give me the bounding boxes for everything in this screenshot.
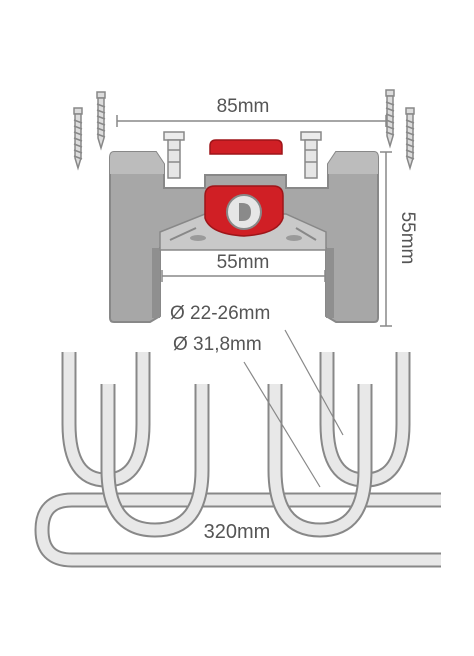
post-left	[163, 131, 185, 179]
inner-width-dimension-label: 55mm	[217, 252, 270, 273]
bar-length-label: 320mm	[204, 521, 271, 543]
height-dimension-line	[380, 151, 392, 327]
mount-body	[109, 131, 379, 323]
screw-left-outer	[73, 107, 83, 171]
screw-right-outer	[405, 107, 415, 171]
screw-left-inner	[96, 91, 106, 151]
clamp-large-right	[267, 384, 373, 538]
top-clip	[209, 139, 283, 155]
screw-right-inner	[385, 89, 395, 149]
clamp-small-label: Ø 22-26mm	[170, 303, 270, 324]
height-dimension-label: 55mm	[397, 212, 418, 265]
inner-width-dimension-line	[161, 270, 326, 282]
clamp-large-left	[100, 384, 210, 538]
width-dimension-line	[116, 115, 387, 127]
leader-lines	[243, 329, 344, 488]
post-right	[300, 131, 322, 179]
clamp-large-label: Ø 31,8mm	[173, 334, 262, 355]
width-dimension-label: 85mm	[217, 96, 270, 117]
